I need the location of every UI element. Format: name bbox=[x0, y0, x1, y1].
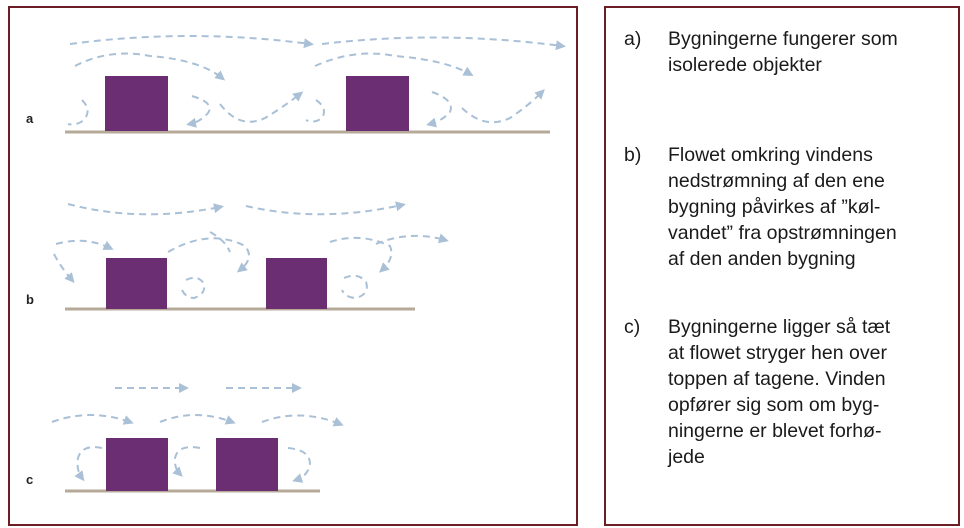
row-letter-b: b bbox=[26, 292, 34, 307]
wind-arrows-b bbox=[53, 201, 449, 300]
building-a2 bbox=[346, 76, 409, 131]
building-b2 bbox=[266, 258, 327, 309]
description-panel: a) Bygningerne fungerer som isolerede ob… bbox=[604, 6, 960, 526]
item-marker-c: c) bbox=[624, 316, 641, 338]
wind-arrow bbox=[186, 95, 211, 128]
wind-arrow bbox=[329, 236, 393, 273]
wind-arrow bbox=[426, 91, 452, 128]
wind-arrows-a bbox=[67, 35, 566, 128]
description-text-a: Bygningerne fungerer som isolerede objek… bbox=[668, 28, 898, 76]
wind-arrow bbox=[167, 237, 250, 273]
wind-arrow bbox=[314, 52, 474, 76]
wind-arrow bbox=[305, 99, 325, 123]
wind-arrow bbox=[159, 414, 236, 425]
wind-arrows-c bbox=[51, 383, 344, 483]
wind-arrow bbox=[74, 446, 103, 482]
description-text-c: Bygningerne ligger så tæt at flowet stry… bbox=[668, 316, 891, 468]
item-marker-b: b) bbox=[624, 144, 642, 166]
wind-arrow bbox=[245, 201, 406, 216]
wind-arrow bbox=[53, 253, 75, 284]
row-letter-c: c bbox=[26, 472, 34, 487]
wind-arrow bbox=[55, 239, 114, 250]
wind-arrow bbox=[67, 99, 89, 126]
wind-arrow bbox=[219, 91, 304, 123]
wind-arrow bbox=[341, 274, 368, 300]
row-a-scene bbox=[65, 35, 566, 134]
wind-arrow bbox=[69, 35, 314, 49]
wind-arrow bbox=[181, 276, 206, 300]
wind-arrow bbox=[461, 89, 545, 124]
wind-arrow bbox=[51, 414, 134, 425]
wind-arrow bbox=[321, 36, 566, 51]
diagram-panel: a b c bbox=[8, 6, 578, 526]
building-c1 bbox=[106, 438, 168, 491]
wind-flow-diagram bbox=[51, 35, 566, 493]
wind-arrow bbox=[172, 446, 201, 477]
wind-arrow bbox=[261, 414, 344, 427]
wind-arrow bbox=[375, 233, 449, 245]
wind-arrow bbox=[209, 231, 231, 253]
building-a1 bbox=[105, 76, 168, 131]
row-b-scene bbox=[53, 201, 449, 311]
building-c2 bbox=[216, 438, 278, 491]
row-c-scene bbox=[51, 383, 344, 493]
description-text-b: Flowet omkring vindens nedstrømning af d… bbox=[668, 144, 897, 270]
item-marker-a: a) bbox=[624, 28, 642, 50]
building-b1 bbox=[106, 258, 167, 309]
row-letter-a: a bbox=[26, 111, 34, 126]
wind-arrow bbox=[67, 203, 224, 216]
wind-arrow bbox=[74, 52, 226, 81]
wind-arrow bbox=[287, 447, 312, 483]
